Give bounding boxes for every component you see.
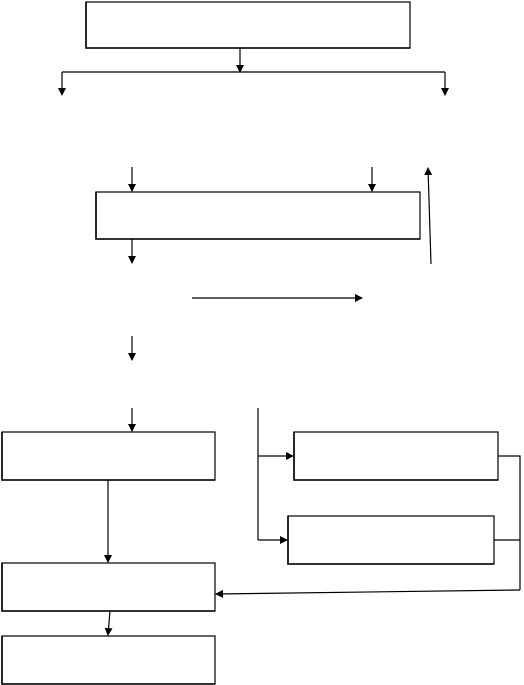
connector-right-upper-out bbox=[498, 455, 521, 590]
bottom-left-box-1-shadow bbox=[1, 563, 215, 612]
lower-left-box-shadow bbox=[1, 432, 215, 481]
bottom-left-box-1 bbox=[1, 562, 216, 612]
middle-box bbox=[95, 191, 421, 240]
right-lower-box bbox=[287, 515, 495, 565]
right-upper-box-shadow bbox=[293, 432, 498, 481]
top-box-shadow bbox=[85, 2, 410, 49]
bottom-left-box-2-shadow bbox=[1, 636, 215, 685]
arrow-feedback-up bbox=[424, 167, 433, 265]
bottom-left-box-2 bbox=[1, 635, 216, 685]
arrow-merge-into-bottom bbox=[215, 589, 521, 598]
top-box bbox=[85, 1, 411, 49]
middle-box-shadow bbox=[95, 192, 420, 240]
right-lower-box-shadow bbox=[287, 516, 494, 565]
arrow-bottom-down bbox=[104, 610, 113, 636]
right-upper-box bbox=[293, 431, 499, 481]
lower-left-box bbox=[1, 431, 216, 481]
